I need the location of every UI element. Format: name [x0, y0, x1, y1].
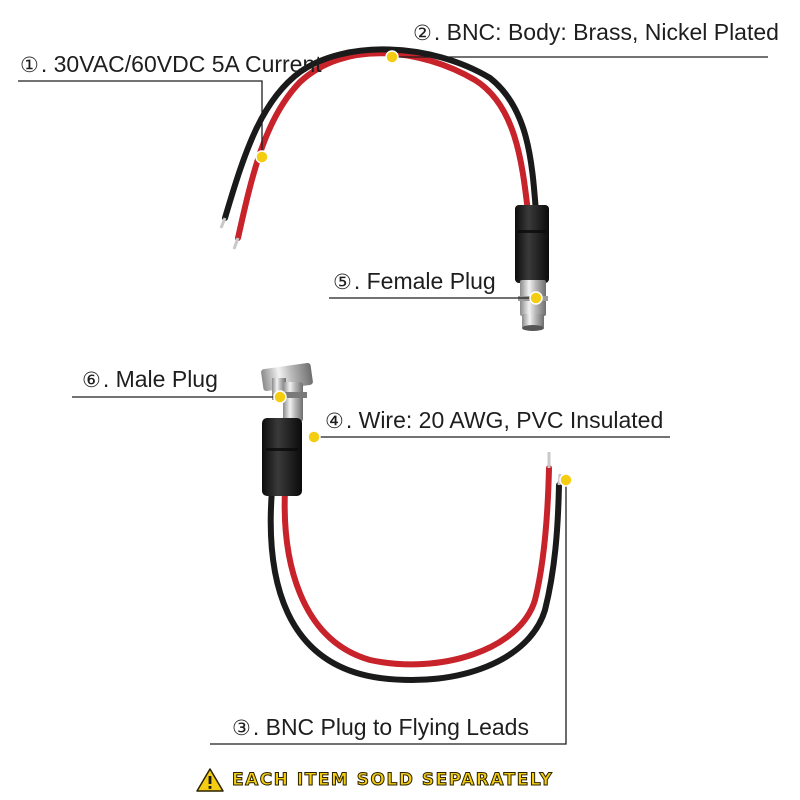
- callout-1-number: ①: [20, 54, 39, 77]
- callout-leader-lines: [18, 56, 768, 745]
- callout-2-text: . BNC: Body: Brass, Nickel Plated: [433, 19, 779, 45]
- red-wire-bottom: [281, 465, 552, 668]
- callout-5-text: . Female Plug: [353, 268, 496, 294]
- callout-3-text: . BNC Plug to Flying Leads: [252, 714, 529, 740]
- warning-text: EACH ITEM SOLD SEPARATELY: [231, 770, 554, 791]
- callout-6-text: . Male Plug: [102, 366, 218, 392]
- callout-3-label: ③. BNC Plug to Flying Leads: [232, 713, 529, 743]
- black-wire-bottom: [267, 482, 562, 684]
- callout-4-number: ④: [325, 410, 344, 433]
- callout-2-label: ②. BNC: Body: Brass, Nickel Plated: [413, 18, 779, 48]
- callout-4-text: . Wire: 20 AWG, PVC Insulated: [345, 407, 664, 433]
- callout-4-label: ④. Wire: 20 AWG, PVC Insulated: [325, 406, 663, 436]
- warning-triangle-icon: [196, 768, 224, 792]
- male-plug-boot: [262, 418, 302, 496]
- callout-5-label: ⑤. Female Plug: [333, 267, 496, 297]
- warning-banner: EACH ITEM SOLD SEPARATELY: [196, 768, 553, 792]
- female-cable: [219, 46, 549, 331]
- callout-3-number: ③: [232, 717, 251, 740]
- callout-6-number: ⑥: [82, 369, 101, 392]
- callout-6-label: ⑥. Male Plug: [82, 365, 218, 395]
- male-cable: [261, 363, 562, 684]
- callout-1-text: . 30VAC/60VDC 5A Current: [40, 51, 322, 77]
- callout-5-number: ⑤: [333, 271, 352, 294]
- callout-markers: [255, 50, 573, 487]
- callout-1-label: ①. 30VAC/60VDC 5A Current: [20, 50, 322, 80]
- callout-2-number: ②: [413, 22, 432, 45]
- female-plug-boot: [515, 205, 549, 283]
- black-wire-top: [222, 46, 539, 221]
- red-wire-top: [235, 50, 531, 241]
